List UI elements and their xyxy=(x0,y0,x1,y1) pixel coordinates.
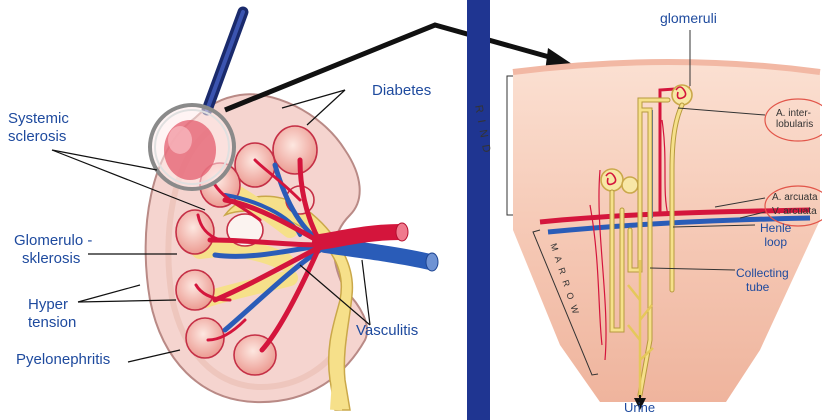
glomerulus-top xyxy=(672,85,692,105)
label-a-arcuata: A. arcuata xyxy=(772,192,818,203)
label-glomerulosklerosis: Glomerulo - sklerosis xyxy=(14,232,92,268)
label-pyelonephritis: Pyelonephritis xyxy=(16,351,110,369)
nephron-illustration xyxy=(507,30,822,410)
label-hypertension-line2: tension xyxy=(28,314,76,332)
label-systemic-sclerosis: Systemic sclerosis xyxy=(8,110,69,146)
label-glomerulosklerosis-line1: Glomerulo - xyxy=(14,232,92,250)
label-hypertension-line1: Hyper xyxy=(28,296,76,314)
panel-divider xyxy=(467,0,490,420)
label-a-interlobularis-line1: A. inter- xyxy=(776,108,813,119)
label-v-arcuata: V. arcuata xyxy=(772,206,817,217)
label-collecting-tube: Collecting tube xyxy=(736,266,789,294)
label-henle-loop: Henle loop xyxy=(760,221,791,249)
label-urine: Urine xyxy=(624,401,655,415)
label-glomerulosklerosis-line2: sklerosis xyxy=(14,250,92,268)
label-systemic-sclerosis-line2: sclerosis xyxy=(8,128,69,146)
ureter xyxy=(336,380,338,410)
label-a-interlobularis-line2: lobularis xyxy=(776,119,813,130)
label-hypertension: Hyper tension xyxy=(28,296,76,332)
label-diabetes: Diabetes xyxy=(372,82,431,100)
label-collecting-tube-line1: Collecting xyxy=(736,266,789,280)
label-henle-loop-line2: loop xyxy=(760,235,791,249)
label-henle-loop-line1: Henle xyxy=(760,221,791,235)
label-collecting-tube-line2: tube xyxy=(736,280,789,294)
label-systemic-sclerosis-line1: Systemic xyxy=(8,110,69,128)
label-glomeruli: glomeruli xyxy=(660,10,717,26)
label-a-interlobularis: A. inter- lobularis xyxy=(776,108,813,130)
label-vasculitis: Vasculitis xyxy=(356,322,418,340)
